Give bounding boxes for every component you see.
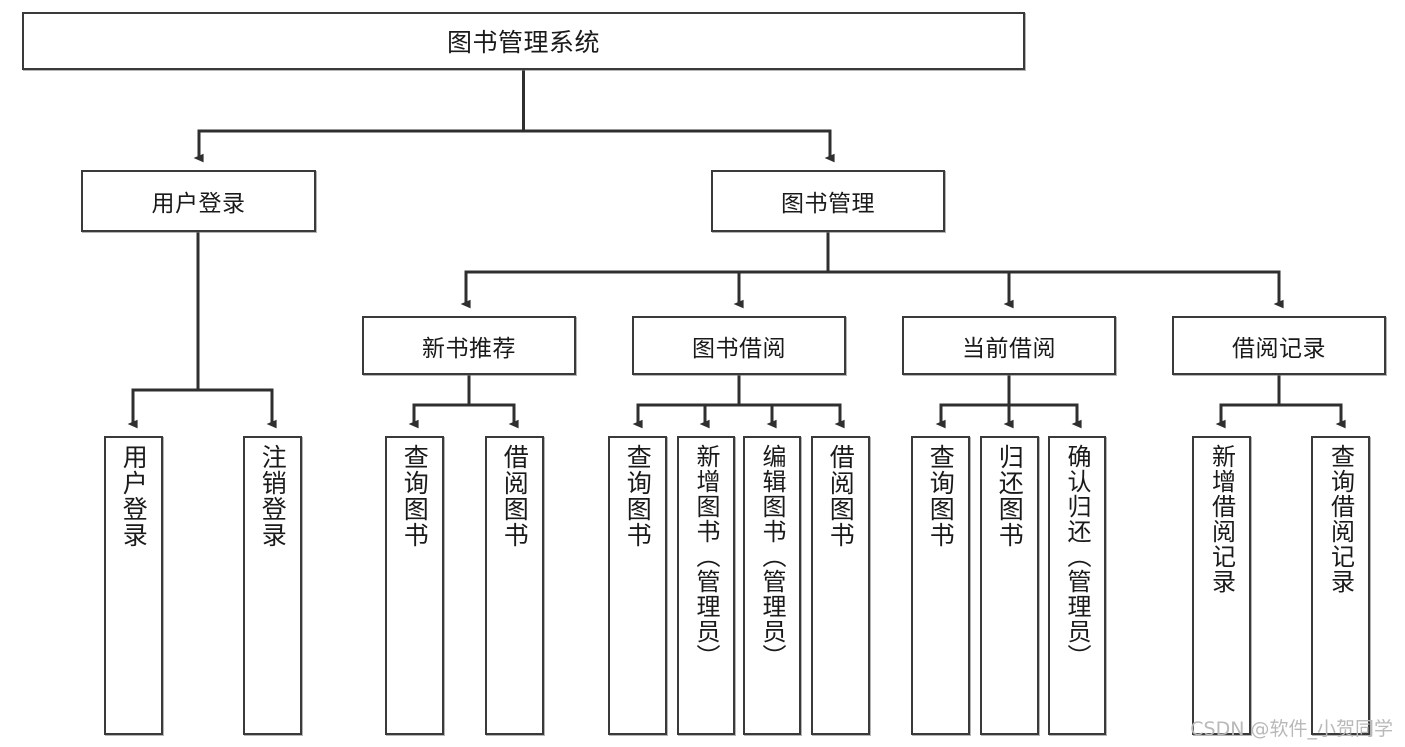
leaf-current-borrow-return-book[interactable]: 归还图书 [980,436,1039,735]
leaf-borrow-record-query-record[interactable]: 查询借阅记录 [1311,436,1370,735]
node-label: 查询图书 [623,444,653,548]
leaf-current-borrow-confirm-return-admin[interactable]: 确认归还（管理员） [1048,436,1106,735]
leaf-book-borrow-edit-book-admin[interactable]: 编辑图书（管理员） [743,436,801,735]
leaf-borrow-record-add-record[interactable]: 新增借阅记录 [1192,436,1251,735]
node-label: 归还图书 [995,444,1025,548]
node-label: 图书管理系统 [446,28,600,57]
node-new-book-recommend[interactable]: 新书推荐 [362,316,576,375]
node-label: 编辑图书（管理员） [758,444,786,669]
node-label: 注销登录 [258,444,288,548]
node-book-management[interactable]: 图书管理 [711,170,945,232]
node-label: 新增借阅记录 [1207,444,1236,594]
node-root-book-management-system[interactable]: 图书管理系统 [22,12,1025,70]
node-label: 借阅图书 [826,444,856,548]
node-label: 借阅记录 [1232,335,1326,362]
node-current-borrow[interactable]: 当前借阅 [902,316,1116,375]
leaf-current-borrow-query-book[interactable]: 查询图书 [911,436,970,735]
node-label: 查询图书 [926,444,956,548]
node-label: 借阅图书 [500,444,530,548]
node-label: 查询借阅记录 [1326,444,1355,594]
leaf-user-login-login[interactable]: 用户登录 [104,436,163,735]
leaf-new-book-borrow-book[interactable]: 借阅图书 [485,436,544,735]
leaf-book-borrow-add-book-admin[interactable]: 新增图书（管理员） [677,436,735,735]
node-label: 当前借阅 [962,335,1056,362]
node-label: 图书借阅 [692,335,786,362]
node-borrow-record[interactable]: 借阅记录 [1172,316,1386,375]
node-label: 新增图书（管理员） [692,444,720,669]
node-book-borrow[interactable]: 图书借阅 [632,316,846,375]
node-label: 图书管理 [781,191,875,217]
node-label: 用户登录 [119,444,149,548]
node-label: 新书推荐 [422,335,516,362]
node-label: 确认归还（管理员） [1063,444,1091,669]
leaf-user-login-logout[interactable]: 注销登录 [243,436,302,735]
node-label: 用户登录 [151,191,246,217]
leaf-new-book-query-book[interactable]: 查询图书 [385,436,444,735]
leaf-book-borrow-borrow-book[interactable]: 借阅图书 [811,436,870,735]
node-user-login[interactable]: 用户登录 [81,170,316,232]
leaf-book-borrow-query-book[interactable]: 查询图书 [608,436,667,735]
node-label: 查询图书 [400,444,430,548]
